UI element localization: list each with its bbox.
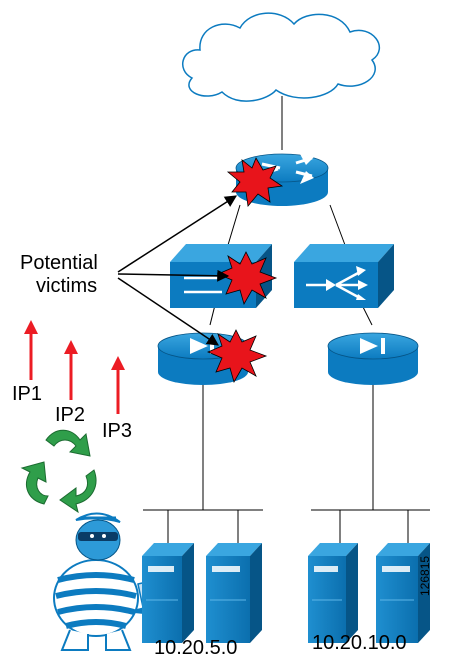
- recycle-icon: [20, 429, 97, 514]
- ip2-label: IP2: [55, 404, 86, 426]
- server-icon: [308, 543, 358, 643]
- victim-arrows: [117, 195, 238, 346]
- ip3-label: IP3: [102, 420, 133, 442]
- subnet-right-label: 10.20.10.0: [312, 632, 407, 654]
- connection-lines: [143, 96, 430, 543]
- cloud-icon: [182, 12, 380, 102]
- subnet-left-label: 10.20.5.0: [154, 637, 238, 659]
- server-icon: [142, 543, 194, 643]
- server-icon: [376, 543, 430, 643]
- attack-burst-icon: [216, 251, 278, 306]
- router-icon: [327, 332, 419, 385]
- victims-label-line1: Potential: [20, 252, 98, 274]
- ip1-label: IP1: [12, 383, 43, 405]
- multilayer-switch-icon: [294, 244, 394, 308]
- server-icon: [206, 543, 262, 643]
- attack-burst-icon: [206, 329, 268, 384]
- figure-id-label: 126815: [418, 555, 432, 596]
- ip-arrows: [24, 320, 125, 414]
- attacker-icon: [53, 512, 179, 651]
- victims-label-line2: victims: [36, 275, 98, 297]
- attack-burst-icon: [226, 157, 284, 207]
